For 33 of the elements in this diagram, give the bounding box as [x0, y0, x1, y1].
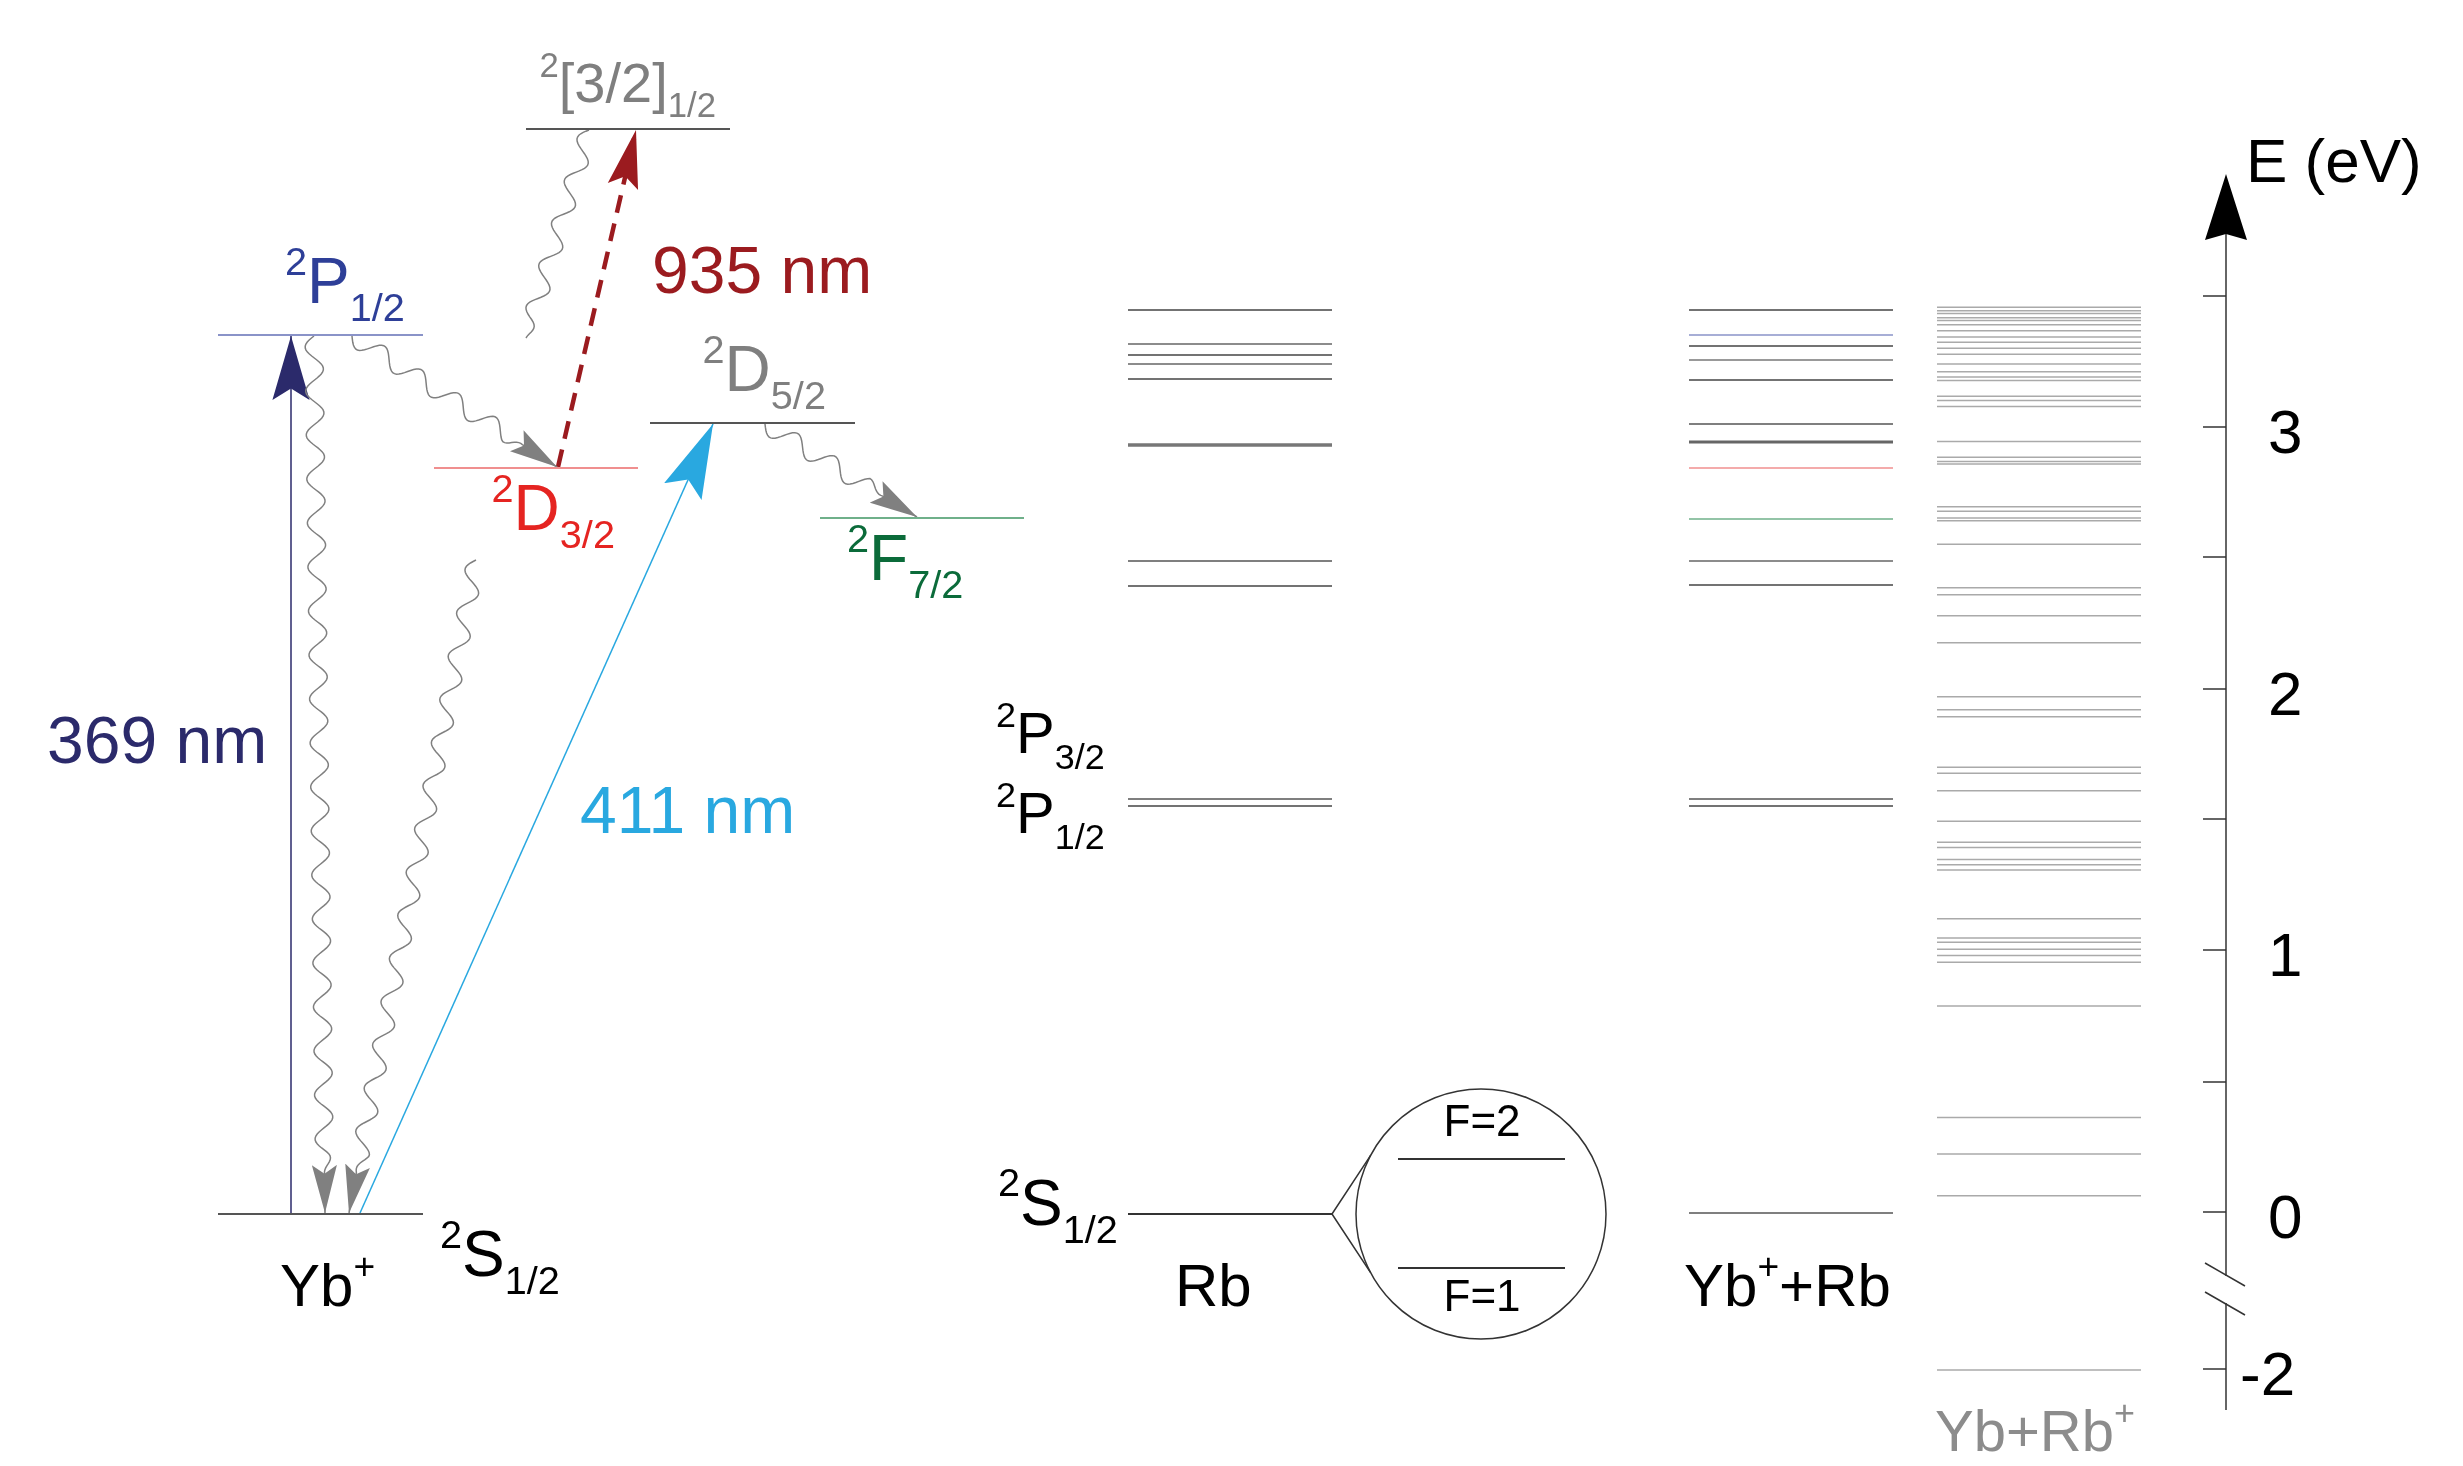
tick-label: 2 [2268, 658, 2303, 729]
laser-arrow [272, 335, 310, 1214]
decay-arrow [351, 335, 558, 468]
decay-arrow [304, 335, 337, 1214]
level-label: F=2 [1443, 1095, 1521, 1148]
zoom-connector [1331, 1154, 1372, 1274]
level-label: $^{2}$P$_{3/2}$ [996, 698, 1105, 779]
species-label: Rb [1175, 1251, 1252, 1319]
tick-label: 1 [2268, 919, 2303, 990]
edge-label: 369 nm [47, 701, 268, 773]
level-label: $^{2}$F$_{7/2}$ [847, 520, 964, 609]
species-label: Yb$^{+}$+Rb [1684, 1250, 1891, 1319]
species-label: Yb+Rb$^{+}$ [1935, 1396, 2135, 1463]
level-label: F=1 [1443, 1270, 1521, 1323]
edge-label: 935 nm [652, 231, 873, 303]
edge-label: 411 nm [580, 771, 796, 843]
level-label: $^{2}$D$_{5/2}$ [702, 331, 826, 420]
level-label: $^{2}$P$_{1/2}$ [285, 243, 405, 332]
laser-arrow [359, 423, 714, 1214]
axis-title: E (eV) [2246, 125, 2422, 196]
level-label: $^{2}$[3/2]$_{1/2}$ [539, 49, 717, 127]
level-label: $^{2}$P$_{1/2}$ [996, 778, 1105, 859]
tick-label: -2 [2240, 1338, 2296, 1409]
decay-arrow [345, 559, 480, 1214]
species-label: Yb$^{+}$ [280, 1250, 376, 1319]
laser-arrow [555, 129, 639, 468]
level-label: $^{2}$S$_{1/2}$ [998, 1164, 1118, 1253]
level-label: $^{2}$D$_{3/2}$ [491, 470, 615, 559]
tick-label: 0 [2268, 1181, 2303, 1252]
decay-arrow [764, 423, 918, 518]
zoom-circle [1355, 1088, 1607, 1340]
level-label: $^{2}$S$_{1/2}$ [440, 1216, 560, 1305]
tick-label: 3 [2268, 396, 2303, 467]
